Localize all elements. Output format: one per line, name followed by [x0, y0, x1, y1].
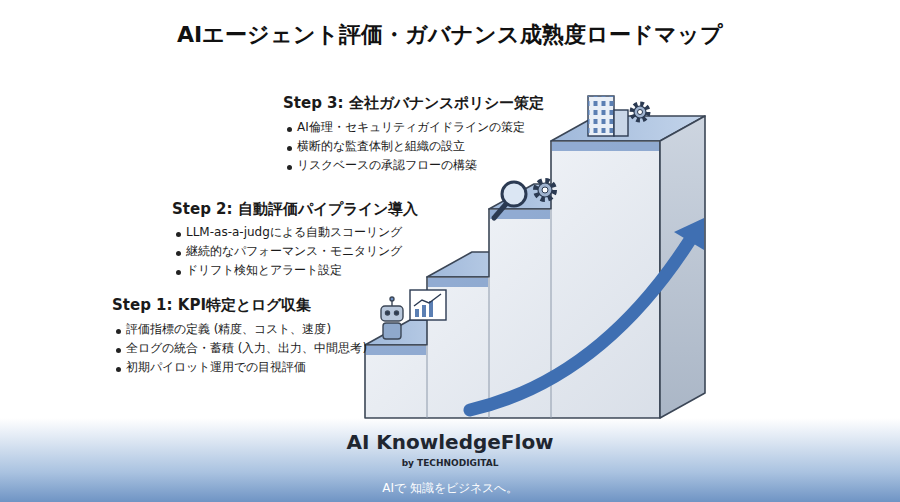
stripe: [552, 142, 659, 151]
bullet-text: リスクベースの承認フローの構築: [297, 158, 477, 173]
building-icon: [588, 96, 628, 136]
bullet-text: AI倫理・セキュリティガイドラインの策定: [297, 120, 525, 135]
bullet-text: ドリフト検知とアラート設定: [186, 263, 342, 278]
bullet-dot: [116, 348, 121, 353]
brand-name: AI KnowledgeFlow: [0, 430, 900, 454]
bullet-text: 横断的な監査体制と組織の設立: [297, 139, 465, 154]
stripe: [428, 278, 488, 287]
brand-byline: by TECHNODIGITAL: [0, 458, 900, 468]
bullet-dot: [176, 232, 181, 237]
bullet-dot: [287, 146, 292, 151]
diagram-title: AIエージェント評価・ガバナンス成熟度ロードマップ: [0, 20, 900, 50]
gear-icon: [632, 104, 648, 120]
bullet-text: 評価指標の定義 (精度、コスト、速度): [126, 322, 331, 337]
bullet-text: 初期パイロット運用での目視評価: [126, 360, 306, 375]
bullet-dot: [176, 251, 181, 256]
stair-front: [365, 141, 660, 418]
stripe: [366, 346, 426, 355]
bullet-dot: [116, 367, 121, 372]
bullet-dot: [116, 329, 121, 334]
brand-band: AI KnowledgeFlow by TECHNODIGITAL AIで 知識をビ…: [0, 418, 900, 502]
magnifier-icon: [494, 182, 526, 218]
robot-icon: [381, 297, 403, 339]
step-heading: Step 1: KPI特定とログ収集: [112, 296, 311, 315]
brand-tagline: AIで 知識をビジネスへ。: [0, 480, 900, 497]
growth-arrow: [470, 218, 704, 410]
bullet-dot: [287, 127, 292, 132]
bullet-text: 継続的なパフォーマンス・モニタリング: [186, 244, 402, 259]
bullet-dot: [287, 165, 292, 170]
chart-icon: [410, 290, 446, 320]
bullet-text: 全ログの統合・蓄積 (入力、出力、中間思考): [126, 341, 367, 356]
step-heading: Step 2: 自動評価パイプライン導入: [172, 200, 418, 219]
gear-icon: [536, 181, 554, 199]
bullet-dot: [176, 270, 181, 275]
bullet-text: LLM-as-a-judgによる自動スコーリング: [186, 225, 402, 240]
step-heading: Step 3: 全社ガバナンスポリシー策定: [283, 94, 544, 113]
